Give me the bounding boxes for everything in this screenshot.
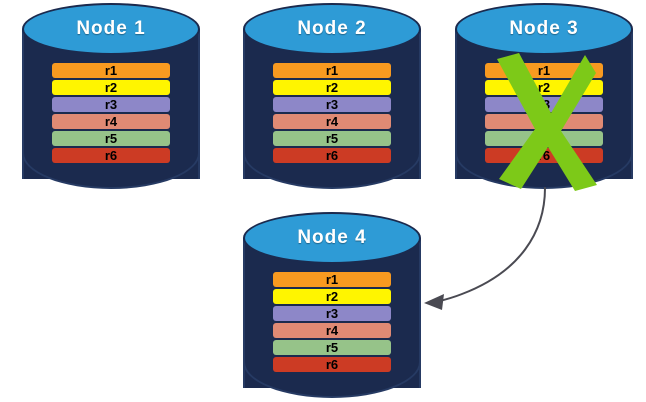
node-2[interactable]: Node 2 r1 r2 r3 r4 r5 r6 xyxy=(243,3,421,189)
node-1[interactable]: Node 1 r1 r2 r3 r4 r5 r6 xyxy=(22,3,200,189)
cylinder-top: Node 3 xyxy=(455,3,633,55)
record-row[interactable]: r2 xyxy=(273,289,391,304)
record-label: r5 xyxy=(537,131,551,146)
record-label: r1 xyxy=(325,63,339,78)
record-label: r3 xyxy=(104,97,118,112)
record-label: r3 xyxy=(325,306,339,321)
record-row[interactable]: r1 xyxy=(273,63,391,78)
record-row[interactable]: r2 xyxy=(273,80,391,95)
record-row[interactable]: r6 xyxy=(273,148,391,163)
record-label: r2 xyxy=(325,289,339,304)
record-row[interactable]: r3 xyxy=(52,97,170,112)
record-row[interactable]: r6 xyxy=(273,357,391,372)
record-list: r1 r2 r3 r4 r5 r6 xyxy=(52,63,170,163)
node-label: Node 2 xyxy=(297,18,367,39)
record-label: r1 xyxy=(325,272,339,287)
record-row[interactable]: r2 xyxy=(485,80,603,95)
record-row[interactable]: r3 xyxy=(485,97,603,112)
node-3[interactable]: Node 3 r1 r2 r3 r4 r5 r6 xyxy=(455,3,633,191)
record-row[interactable]: r5 xyxy=(273,340,391,355)
record-row[interactable]: r4 xyxy=(273,323,391,338)
cylinder-top: Node 1 xyxy=(22,3,200,55)
record-row[interactable]: r1 xyxy=(52,63,170,78)
node-label: Node 4 xyxy=(297,227,367,248)
node-label: Node 3 xyxy=(509,18,579,39)
record-row[interactable]: r1 xyxy=(485,63,603,78)
record-row[interactable]: r5 xyxy=(52,131,170,146)
record-list: r1 r2 r3 r4 r5 r6 xyxy=(273,272,391,372)
record-label: r4 xyxy=(325,114,339,129)
record-row[interactable]: r1 xyxy=(273,272,391,287)
record-label: r1 xyxy=(537,63,551,78)
record-label: r4 xyxy=(104,114,118,129)
record-row[interactable]: r5 xyxy=(485,131,603,146)
record-label: r5 xyxy=(325,131,339,146)
record-label: r5 xyxy=(325,340,339,355)
record-label: r6 xyxy=(104,148,118,163)
cylinder-top: Node 2 xyxy=(243,3,421,55)
cylinder-shape: Node 1 xyxy=(22,3,200,189)
record-row[interactable]: r2 xyxy=(52,80,170,95)
record-label: r1 xyxy=(104,63,118,78)
record-list: r1 r2 r3 r4 r5 r6 xyxy=(273,63,391,163)
record-label: r3 xyxy=(537,97,551,112)
record-row[interactable]: r4 xyxy=(52,114,170,129)
record-row[interactable]: r4 xyxy=(485,114,603,129)
record-label: r5 xyxy=(104,131,118,146)
record-row[interactable]: r3 xyxy=(273,97,391,112)
record-label: r6 xyxy=(325,357,339,372)
node-label: Node 1 xyxy=(76,18,146,39)
record-row[interactable]: r4 xyxy=(273,114,391,129)
record-row[interactable]: r6 xyxy=(485,148,603,163)
cylinder-top: Node 4 xyxy=(243,212,421,264)
record-list: r1 r2 r3 r4 r5 r6 xyxy=(485,63,603,163)
cylinder-shape: Node 2 xyxy=(243,3,421,189)
record-label: r2 xyxy=(104,80,118,95)
record-label: r2 xyxy=(537,80,551,95)
record-label: r4 xyxy=(537,114,551,129)
record-row[interactable]: r3 xyxy=(273,306,391,321)
record-label: r4 xyxy=(325,323,339,338)
record-label: r6 xyxy=(537,148,551,163)
record-row[interactable]: r6 xyxy=(52,148,170,163)
record-label: r3 xyxy=(325,97,339,112)
node-4[interactable]: Node 4 r1 r2 r3 r4 r5 r6 xyxy=(243,212,421,398)
record-row[interactable]: r5 xyxy=(273,131,391,146)
record-label: r6 xyxy=(325,148,339,163)
record-label: r2 xyxy=(325,80,339,95)
